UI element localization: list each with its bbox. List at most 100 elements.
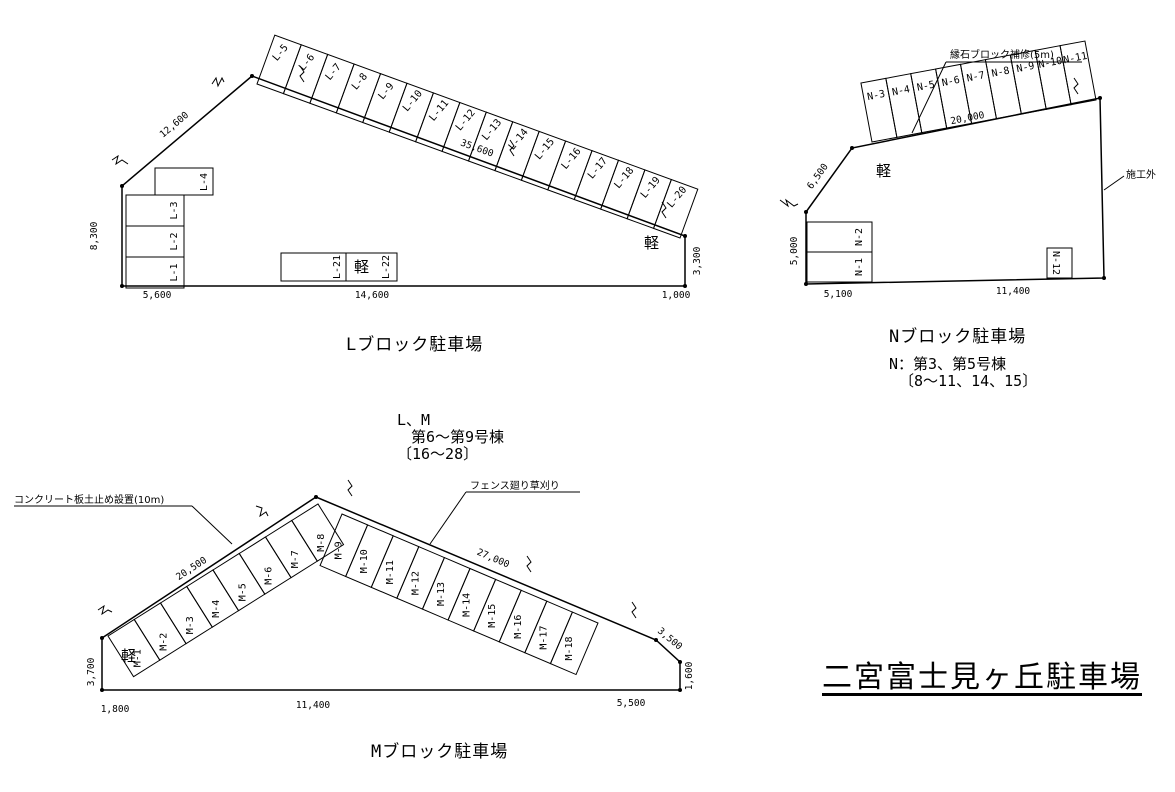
l-left-stalls: L-1L-2L-3 <box>125 194 185 289</box>
stall-label: M-7 <box>290 550 301 568</box>
stall-l-20 <box>652 178 699 239</box>
stall-label: M-3 <box>185 616 196 634</box>
stall-label: L-7 <box>324 62 344 83</box>
break-mark <box>255 505 269 518</box>
break-mark <box>509 139 515 157</box>
stall-label: N-10 <box>1038 56 1064 71</box>
stall-label: N-4 <box>891 84 911 98</box>
stall-label: N-2 <box>854 228 865 246</box>
break-mark <box>661 201 667 219</box>
stall-label: N-5 <box>916 79 936 93</box>
stall-label: M-5 <box>237 583 248 601</box>
stall-m-8 <box>291 503 345 562</box>
stall-label: N-9 <box>1016 61 1036 75</box>
stall-label: M-4 <box>211 600 222 618</box>
vertex-dot <box>683 284 687 288</box>
dimension-label: 3,500 <box>655 626 684 653</box>
stall-label: L-9 <box>376 81 396 102</box>
concrete-retaining-annotation: コンクリート板土止め設置(10m) <box>14 493 164 506</box>
break-mark <box>111 154 129 166</box>
dimension-label: 12,600 <box>158 110 192 141</box>
leader-line <box>911 61 947 134</box>
stall-label: N-6 <box>941 75 961 89</box>
dimension-label: 5,500 <box>617 698 646 709</box>
stall-label: L-13 <box>480 117 504 143</box>
vertex-dot <box>654 638 658 642</box>
dimension-label: 27,000 <box>475 547 511 571</box>
stall-label: M-11 <box>385 560 396 584</box>
break-mark <box>347 479 353 497</box>
break-mark <box>1073 77 1079 95</box>
note-line: 〔8〜11、14、15〕 <box>899 372 1038 390</box>
stall-label: L-17 <box>586 156 610 182</box>
note-line: 〔16〜28〕 <box>397 445 479 463</box>
stall-label: L-19 <box>639 175 663 201</box>
leader-line <box>1103 175 1125 191</box>
stall-label: L-14 <box>507 127 531 153</box>
stall-m-18 <box>549 611 599 676</box>
stall-label: M-14 <box>462 593 473 617</box>
stall-label: M-8 <box>316 534 327 552</box>
stall-label: L-18 <box>612 165 636 191</box>
vertex-dot <box>804 210 808 214</box>
break-mark <box>779 198 799 208</box>
dimension-label: 5,600 <box>143 290 172 301</box>
stall-label: M-10 <box>359 549 370 573</box>
dimension-label: 11,400 <box>296 700 331 711</box>
l-block-caption: Lブロック駐車場 <box>346 335 484 355</box>
stall-label: L-4 <box>199 173 210 191</box>
stall-label: L-12 <box>454 108 478 134</box>
vertex-dot <box>1098 96 1102 100</box>
stall-label: N-8 <box>991 65 1011 79</box>
vertex-dot <box>120 184 124 188</box>
stall-label: L-8 <box>350 71 370 92</box>
vertex-dot <box>120 284 124 288</box>
m-block-caption: Mブロック駐車場 <box>371 742 509 762</box>
break-mark <box>526 555 532 573</box>
dimension-label: 6,500 <box>805 162 831 192</box>
stall-label: L-11 <box>427 98 451 124</box>
stall-label: L-16 <box>560 146 584 172</box>
n-block-caption: Nブロック駐車場 <box>889 327 1027 347</box>
vertex-dot <box>804 282 808 286</box>
stall-n-11 <box>1059 40 1097 106</box>
break-mark <box>631 601 637 619</box>
vertex-dot <box>683 234 687 238</box>
stall-label: L-15 <box>533 136 557 162</box>
stall-label: M-12 <box>410 571 421 595</box>
stall-label: M-17 <box>538 626 549 650</box>
m-left-stalls: M-1M-2M-3M-4M-5M-6M-7M-8軽 <box>107 503 345 678</box>
note-line: 第6〜第9号棟 <box>411 428 505 446</box>
vertex-dot <box>850 146 854 150</box>
vertex-dot <box>1102 276 1106 280</box>
leader-line <box>191 505 233 545</box>
drawing-title: 二宮富士見ヶ丘駐車場 <box>822 660 1142 695</box>
l-block-outline <box>121 75 686 287</box>
dimension-label: 8,300 <box>89 221 100 250</box>
stall-label: L-1 <box>169 263 180 281</box>
break-mark <box>299 65 305 83</box>
stall-label: N-7 <box>966 70 986 84</box>
break-mark <box>97 604 113 616</box>
stall-n-12 <box>1046 247 1073 279</box>
stall-label: L-20 <box>665 185 689 211</box>
stall-label: L-22 <box>381 255 392 279</box>
stall-label: N-12 <box>1050 251 1061 275</box>
vertex-dot <box>100 636 104 640</box>
stall-label: L-21 <box>332 255 343 279</box>
stall-label: N-1 <box>854 258 865 276</box>
stall-label: M-15 <box>487 604 498 628</box>
fence-mowing-annotation: フェンス廻り草刈り <box>470 479 560 492</box>
kei-mark: 軽 <box>354 258 369 276</box>
stall-label: L-3 <box>169 201 180 219</box>
stall-label: L-6 <box>297 52 317 73</box>
stall-label: N-3 <box>866 89 886 103</box>
m-block-outline <box>101 496 681 691</box>
dimension-label: 3,300 <box>692 246 703 275</box>
kei-mark: 軽 <box>121 647 136 665</box>
lm-building-note: L、M 第6〜第9号棟 〔16〜28〕 <box>397 412 504 463</box>
dimension-label: 1,600 <box>684 661 695 690</box>
